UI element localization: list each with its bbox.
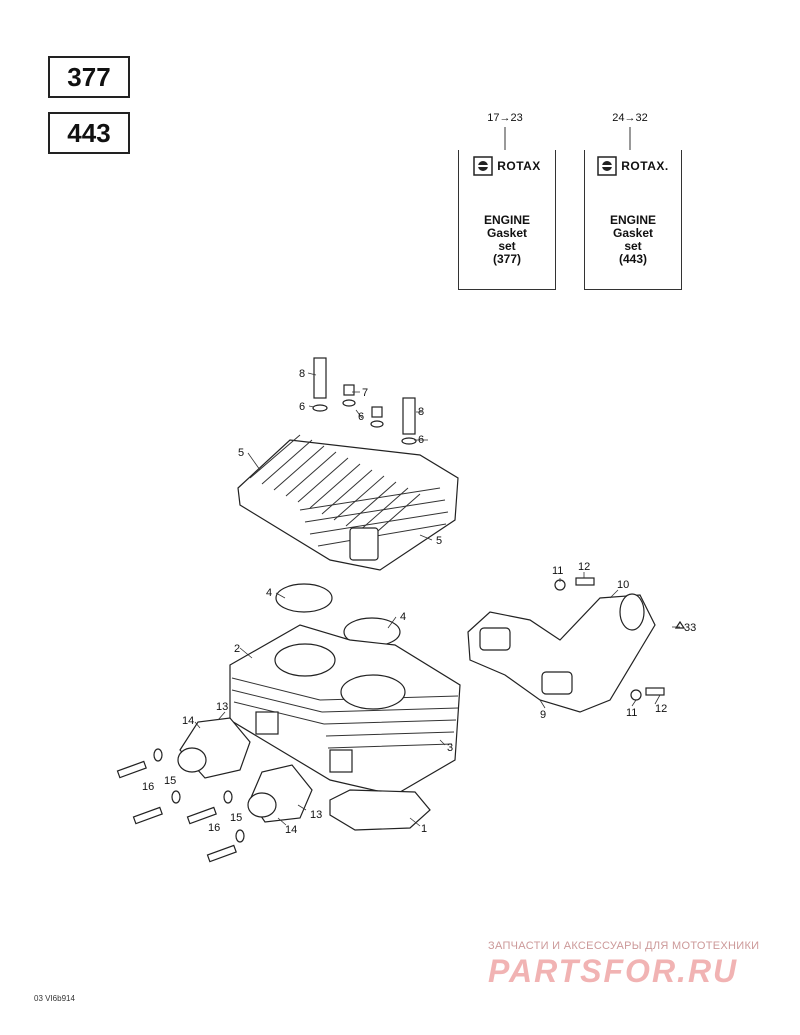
callout-5: 5 bbox=[436, 535, 442, 547]
model-377-label: 377 bbox=[48, 56, 130, 98]
callout-8: 8 bbox=[299, 368, 305, 380]
callout-leaders bbox=[194, 372, 680, 827]
callout-14: 14 bbox=[285, 824, 297, 836]
model-443-label: 443 bbox=[48, 112, 130, 154]
head-fasteners bbox=[312, 357, 417, 445]
rotax-logo-icon bbox=[597, 156, 618, 176]
gasket-kit-card-443: ROTAX. ENGINE Gasket set (443) bbox=[584, 150, 682, 290]
kit-model: (377) bbox=[492, 252, 521, 266]
exhaust-manifold-part bbox=[467, 577, 686, 713]
base-gasket-part bbox=[329, 789, 431, 831]
callout-12: 12 bbox=[655, 703, 667, 715]
cylinder-head-part bbox=[237, 434, 459, 571]
kit-line-1: ENGINE bbox=[609, 213, 656, 227]
callout-6: 6 bbox=[358, 411, 364, 423]
kit-line-1: ENGINE bbox=[483, 213, 530, 227]
callout-33: 33 bbox=[684, 622, 696, 634]
callout-16: 16 bbox=[142, 781, 154, 793]
kit-line-2: Gasket bbox=[486, 226, 528, 240]
callout-4: 4 bbox=[400, 611, 406, 623]
kit-pointer-lines bbox=[504, 127, 631, 150]
callout-5: 5 bbox=[238, 447, 244, 459]
callout-10: 10 bbox=[617, 579, 629, 591]
brand-name: ROTAX. bbox=[621, 159, 669, 173]
callout-13: 13 bbox=[216, 701, 228, 713]
callout-15: 15 bbox=[230, 812, 242, 824]
callout-16: 16 bbox=[208, 822, 220, 834]
kit-range-left: 17→23 bbox=[487, 112, 523, 124]
callout-12: 12 bbox=[578, 561, 590, 573]
kit-line-2: Gasket bbox=[612, 226, 654, 240]
figure-code: 03 VI6b914 bbox=[34, 994, 75, 1003]
brand-name: ROTAX bbox=[497, 159, 541, 173]
gasket-kit-card-377: ROTAX ENGINE Gasket set (377) bbox=[458, 150, 556, 290]
o-ring-left bbox=[275, 583, 333, 613]
callout-2: 2 bbox=[234, 643, 240, 655]
callout-7: 7 bbox=[362, 387, 368, 399]
callout-6: 6 bbox=[418, 434, 424, 446]
callout-4: 4 bbox=[266, 587, 272, 599]
kit-range-right: 24→32 bbox=[612, 112, 648, 124]
callout-6: 6 bbox=[299, 401, 305, 413]
cylinder-block-part bbox=[229, 624, 461, 796]
watermark-tagline: ЗАПЧАСТИ И АКСЕССУАРЫ ДЛЯ МОТОТЕХНИКИ bbox=[488, 940, 760, 952]
callout-3: 3 bbox=[447, 742, 453, 754]
callout-11: 11 bbox=[626, 707, 637, 719]
callout-14: 14 bbox=[182, 715, 194, 727]
callout-13: 13 bbox=[310, 809, 322, 821]
callout-8: 8 bbox=[418, 406, 424, 418]
callout-15: 15 bbox=[164, 775, 176, 787]
callout-11: 11 bbox=[552, 565, 563, 577]
kit-model: (443) bbox=[618, 252, 647, 266]
callout-9: 9 bbox=[540, 709, 546, 721]
kit-line-3: set bbox=[498, 239, 516, 253]
watermark-brand: PARTSFOR.RU bbox=[488, 953, 739, 989]
intake-sockets bbox=[116, 717, 313, 863]
kit-line-3: set bbox=[624, 239, 642, 253]
callout-1: 1 bbox=[421, 823, 427, 835]
rotax-logo-icon bbox=[473, 156, 493, 176]
